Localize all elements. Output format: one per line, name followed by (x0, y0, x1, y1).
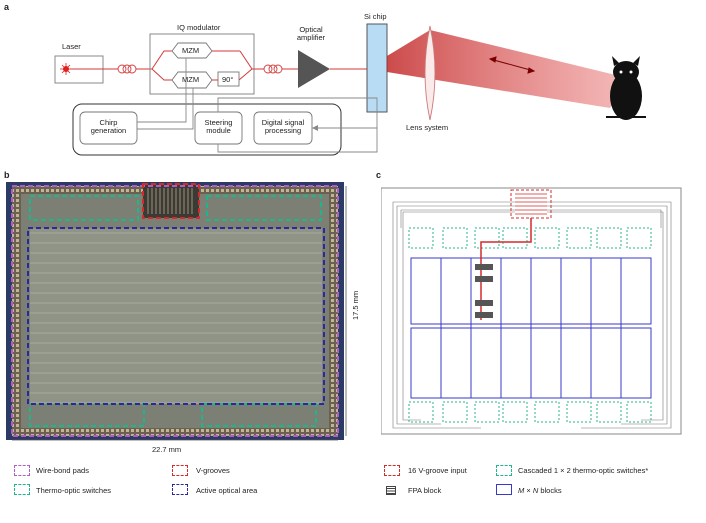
phase-shift-label: 90° (222, 75, 234, 84)
panel-a-letter: a (4, 2, 10, 12)
legend-active-area-swatch (172, 484, 188, 495)
legend-wire-bond-label: Wire-bond pads (36, 466, 89, 475)
si-chip-label: Si chip (364, 12, 387, 21)
mn-blocks (410, 257, 652, 399)
legend-mn-swatch (496, 484, 512, 495)
fiber-coil-icon (117, 64, 137, 74)
electronics-box (72, 103, 342, 156)
switch-outline-top-left (29, 195, 139, 221)
panel-c-letter: c (376, 170, 382, 180)
legend-vgroove-input-swatch (384, 465, 400, 476)
mzm-top-label: MZM (182, 46, 200, 55)
steering-module-box (194, 111, 243, 145)
legend-active-area-label: Active optical area (196, 486, 258, 495)
iq-modulator-label: IQ modulator (177, 23, 221, 32)
lidar-beam (387, 30, 628, 108)
legend-vgrooves-label: V-grooves (196, 466, 230, 475)
chirp-generation-box (79, 111, 138, 145)
chip-micrograph (6, 182, 347, 441)
fpa-block-icons (475, 264, 493, 318)
active-area-outline (27, 227, 325, 405)
iq-modulator-box (149, 33, 255, 95)
legend-cascaded-swatch (496, 465, 512, 476)
wire-bond-outline (11, 185, 339, 437)
switch-row-bottom (408, 401, 652, 423)
legend-vgroove-input-label: 16 V-groove input (408, 466, 467, 475)
legend-vgrooves-swatch (172, 465, 188, 476)
mzm-bottom-label: MZM (182, 75, 200, 84)
owl-target-icon (606, 56, 646, 120)
laser-label: Laser (62, 42, 81, 51)
width-dimension-label: 22.7 mm (152, 445, 182, 454)
chip-layout-schematic (381, 187, 682, 435)
switch-outline-top-right (206, 195, 322, 221)
scan-arrow-icon (488, 56, 536, 74)
phase-shifter (217, 71, 240, 87)
lens-icon (424, 25, 436, 121)
dimension-arrows (12, 186, 347, 441)
legend-thermo-optic-swatch (14, 484, 30, 495)
system-schematic (54, 23, 646, 156)
panel-b-letter: b (4, 170, 10, 180)
legend-wire-bond-swatch (14, 465, 30, 476)
legend-cascaded-label: Cascaded 1 × 2 thermo-optic switches* (518, 466, 649, 475)
legend-mn-label: M × N blocks (518, 486, 562, 495)
legend-thermo-optic-label: Thermo-optic switches (36, 486, 112, 495)
chip-active-region (30, 228, 322, 404)
legend-fpa-block-label: FPA block (408, 486, 442, 495)
fpa-block-icon (386, 486, 396, 495)
laser-star-icon (60, 63, 72, 75)
height-dimension-label: 17.5 mm (351, 290, 360, 320)
amplifier-triangle (298, 50, 330, 88)
lens-system-label: Lens system (406, 123, 449, 132)
vgroove-outline (142, 183, 200, 219)
switch-row-top (408, 227, 652, 249)
